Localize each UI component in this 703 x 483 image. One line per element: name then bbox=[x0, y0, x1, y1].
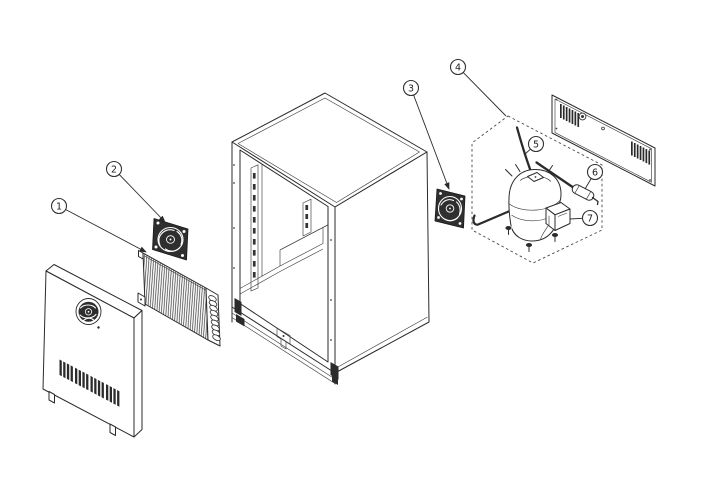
cabinet-brackets bbox=[234, 298, 339, 385]
cabinet-bottom-rail bbox=[231, 306, 336, 385]
condenser-tube bbox=[535, 161, 576, 190]
back-panel bbox=[551, 94, 656, 187]
front-panel-feet bbox=[48, 391, 116, 436]
callout-3-label: 3 bbox=[408, 83, 414, 94]
back-panel-hole bbox=[601, 126, 605, 131]
front-panel-screw bbox=[97, 326, 100, 329]
fan-rear bbox=[434, 188, 466, 229]
callout-6-label: 6 bbox=[592, 167, 598, 178]
drier-filter bbox=[571, 184, 599, 206]
callout-7-label: 7 bbox=[587, 213, 593, 224]
front-panel-fan-opening bbox=[75, 298, 102, 325]
callout-2: 2 bbox=[105, 160, 166, 223]
compressor-tube-stubs bbox=[505, 164, 553, 177]
capillary-tube bbox=[515, 126, 532, 172]
callout-6: 6 bbox=[584, 163, 604, 190]
callout-3: 3 bbox=[402, 79, 450, 190]
front-panel-vent-slots bbox=[59, 359, 120, 407]
callout-7: 7 bbox=[569, 209, 599, 227]
coil-serpentine-loops bbox=[208, 295, 221, 342]
assembly-dashed-outline bbox=[471, 115, 603, 264]
compressor-mounts bbox=[504, 225, 559, 252]
relay-box bbox=[540, 202, 571, 240]
callout-5: 5 bbox=[523, 135, 545, 156]
cabinet-screws bbox=[233, 164, 332, 341]
front-panel bbox=[42, 264, 143, 438]
cabinet bbox=[231, 92, 430, 385]
callout-1: 1 bbox=[50, 197, 147, 253]
back-panel-vent-slots-bottom bbox=[631, 141, 651, 165]
callout-1-label: 1 bbox=[56, 201, 62, 212]
cabinet-interior bbox=[239, 164, 329, 295]
back-panel-grommet bbox=[578, 112, 587, 121]
fan-front bbox=[152, 218, 189, 261]
suction-tube bbox=[472, 206, 520, 226]
callout-2-label: 2 bbox=[111, 164, 117, 175]
callout-5-label: 5 bbox=[533, 139, 539, 150]
callout-4-label: 4 bbox=[455, 62, 461, 73]
cabinet-right-face bbox=[334, 151, 430, 374]
callout-4: 4 bbox=[449, 58, 507, 117]
back-panel-vent-slots-top bbox=[560, 104, 580, 127]
back-panel-screws bbox=[555, 98, 651, 181]
condenser-coil bbox=[137, 249, 221, 347]
compressor-assembly bbox=[471, 115, 603, 264]
